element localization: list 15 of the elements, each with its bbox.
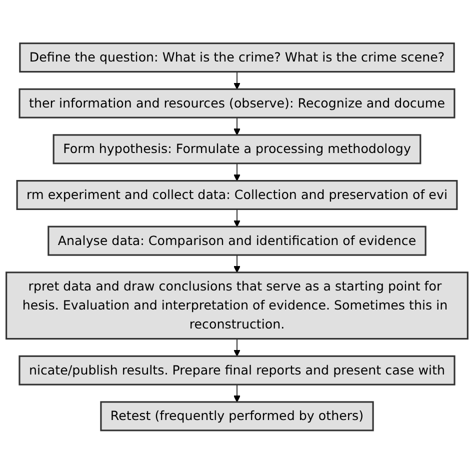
- arrow: [234, 338, 240, 357]
- node-box: Analyse data: Comparison and identification of evidence: [48, 226, 426, 256]
- node-box: Form hypothesis: Formulate a processing methodology: [52, 134, 422, 164]
- node-box: rpret data and draw conclusions that serve as a starting point for hesis. Evaluation and interpretation of evidence. Sometimes this in reconstruction.: [6, 272, 468, 340]
- arrow: [234, 72, 240, 90]
- node-box: rm experiment and collect data: Collection and preservation of evi: [16, 180, 458, 210]
- node-box: ther information and resources (observe): Recognize and docume: [18, 88, 456, 118]
- arrow: [234, 384, 240, 402]
- arrow: [234, 208, 240, 228]
- arrow: [234, 117, 240, 136]
- arrow: [234, 163, 240, 182]
- arrow: [234, 254, 240, 273]
- node-box: nicate/publish results. Prepare final reports and present case with: [18, 355, 456, 386]
- node-box: Define the question: What is the crime? What is the crime scene?: [19, 42, 455, 73]
- node-box: Retest (frequently performed by others): [100, 401, 374, 432]
